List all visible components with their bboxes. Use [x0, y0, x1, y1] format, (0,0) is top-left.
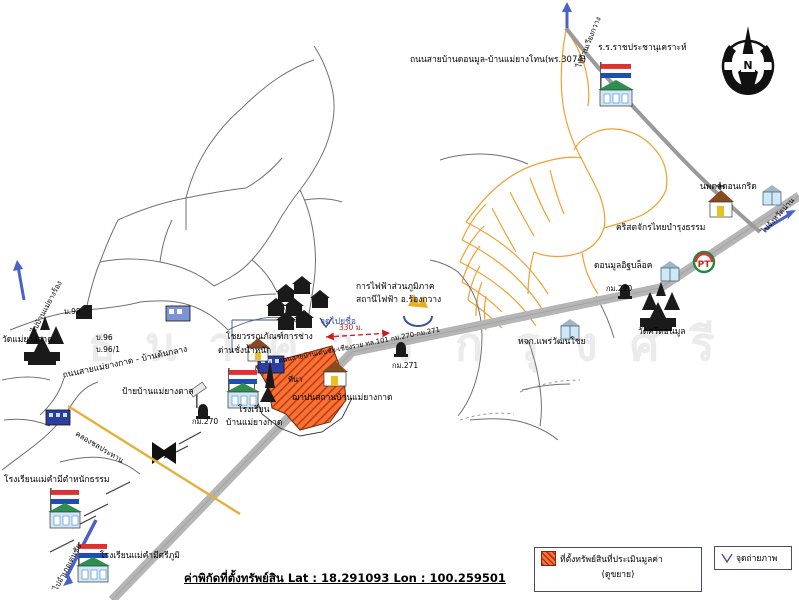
svg-text:รี: รี	[688, 317, 715, 371]
legend-photo-text: จุดถ่ายภาพ	[736, 554, 778, 564]
label-wat-mae-yang-kat: วัดแม่ยางกาด	[2, 335, 53, 345]
house-icon-crematorium-building	[322, 361, 348, 387]
direction-arrow-north-top	[562, 2, 572, 28]
gas-station-icon: PT	[692, 250, 716, 274]
highway-tick-marks	[49, 431, 202, 553]
svg-text:ง: ง	[575, 317, 597, 371]
house-icon-christ-church	[708, 182, 734, 218]
label-napadon-koet: นพดลดอนเกริด	[700, 182, 757, 192]
label-christ-church: คริสตจักรไทยบำรุงธรรม	[616, 223, 706, 233]
legend-property-text: ที่ตั้งทรัพย์สินที่ประเมินมูลค่า	[560, 554, 663, 565]
shelter-icon-napadon	[762, 185, 782, 206]
label-school-mae-kham-mi-sriphum: โรงเรียนแม่คำมีศรีภูมิ	[100, 551, 180, 561]
label-house-96-1: บ.96/1	[96, 345, 120, 354]
label-km270-right: กม.270	[606, 284, 633, 293]
footer-lon-value: 100.259501	[429, 571, 506, 585]
road-sign-icon	[188, 381, 207, 408]
footer-coordinates: ค่าพิกัดที่ตั้งทรัพย์สิน Lat : 18.291093…	[184, 570, 506, 588]
compass-rose-icon: N	[721, 26, 775, 95]
pea-emblem-icon	[403, 294, 433, 327]
blue-building-icon-3	[165, 305, 191, 322]
svg-text:ธ: ธ	[88, 317, 116, 371]
label-chaiwan-hardware: โชยวรรณภัณฑ์การช่าง	[226, 332, 313, 342]
photo-point-marker-center[interactable]	[319, 317, 333, 329]
label-rice-field: ที่นา	[288, 375, 303, 384]
blue-building-icon-2	[45, 409, 71, 426]
footer-lat-value: 18.291093	[321, 571, 390, 585]
label-school-mae-kham-mi-tamnak: โรงเรียนแม่คำมีตำหนักธรรม	[4, 475, 110, 485]
legend-photo-row: จุดถ่ายภาพ	[715, 547, 791, 565]
compass-label: N	[743, 59, 752, 72]
label-km271: กม.271	[392, 361, 419, 370]
svg-text:า: า	[208, 317, 234, 371]
school-icon-mae-kham-mi-sriphum	[76, 542, 110, 583]
label-school-ban-mae-yang-kat-line1: โรงเรียน	[238, 405, 270, 415]
label-photo-point-center: จุดไปยชื่อ	[320, 317, 357, 327]
km-marker-icon-270-left	[196, 404, 210, 419]
local-road-network	[1, 45, 343, 475]
label-school-ratchaprachanukhro: ร.ร.ราชประชานุเคราะห์	[598, 43, 687, 53]
temple-icon-wat-mae-yang-kat	[24, 316, 64, 365]
label-km270-left: กม.270	[192, 417, 219, 426]
label-weigh-station: ด่านชั่งน้ำหนัก	[218, 346, 272, 356]
shelter-icon-hojok	[560, 319, 580, 340]
school-icon-ban-mae-yang-kat	[226, 368, 260, 409]
legend-photo-point: จุดถ่ายภาพ	[714, 546, 792, 570]
footer-coord-label: ค่าพิกัดที่ตั้งทรัพย์สิน	[184, 571, 284, 585]
railway-crossing-icon	[152, 442, 176, 464]
label-crematorium: ฌาปนสถานบ้านแม่ยางกาด	[292, 393, 393, 403]
highway-101-outline	[111, 195, 799, 600]
house-cluster-icons	[266, 276, 330, 330]
label-sign-ban-mae-yang-tan: ป้ายบ้านแม่ยางตาล	[122, 387, 194, 397]
dashed-trail	[459, 379, 581, 421]
label-house-96: บ.96	[96, 333, 113, 342]
km-marker-icon-271	[394, 342, 408, 357]
school-icon-mae-kham-mi-tamnak	[48, 488, 82, 529]
km-marker-icon-270-right	[618, 284, 632, 299]
legend-property-swatch-icon	[541, 551, 556, 566]
label-school-ban-mae-yang-kat-line2: บ้านแม่ยางกาด	[226, 418, 283, 428]
footer-lat-label: Lat :	[287, 571, 318, 585]
crematorium-icon	[260, 360, 276, 402]
legend-property-row: ที่ตั้งทรัพย์สินที่ประเมินมูลค่า	[535, 548, 701, 566]
legend-property-subtext: (ดูขยาย)	[601, 570, 635, 580]
distance-measure-330m	[325, 329, 391, 341]
label-wat-sri-donmun: วัดศรีดอนมูล	[638, 327, 686, 337]
direction-arrow-nan	[763, 210, 796, 232]
legend-property: ที่ตั้งทรัพย์สินที่ประเมินมูลค่า (ดูขยาย…	[534, 547, 702, 592]
shelter-icon-donmun	[660, 261, 680, 282]
label-donmun-itblock: ดอนมูลอิฐบล็อค	[594, 261, 653, 271]
label-hojok-phrae: หจก.แพร่วัฒนโชย	[518, 337, 586, 347]
footer-lon-label: Lon :	[393, 571, 426, 585]
house-icon-near-98	[76, 305, 92, 319]
label-pea-line2: สถานีไฟฟ้า อ.ร้องกวาง	[356, 295, 442, 305]
village-road-network	[459, 29, 668, 331]
direction-arrow-mae-yang-rong	[13, 260, 26, 301]
svg-text:PT: PT	[698, 260, 712, 270]
temple-icon-wat-sri-donmun	[640, 282, 680, 331]
svg-text:น: น	[145, 317, 177, 371]
label-distance-330m: 330 ม.	[339, 323, 364, 332]
house-icon-shop-chaiwan	[246, 338, 270, 362]
school-icon-ratchaprachanukhro	[598, 62, 634, 107]
label-road-dan-mun: ถนนสายบ้านดอนมูล-บ้านแม่ยางโทน(พร.3074)	[410, 55, 587, 65]
chevron-v-icon	[721, 553, 733, 564]
label-pea-line1: การไฟฟ้าส่วนภูมิภาค	[356, 282, 435, 292]
irrigation-canal-line-2	[67, 405, 241, 515]
label-house-98: บ.98	[64, 307, 81, 316]
